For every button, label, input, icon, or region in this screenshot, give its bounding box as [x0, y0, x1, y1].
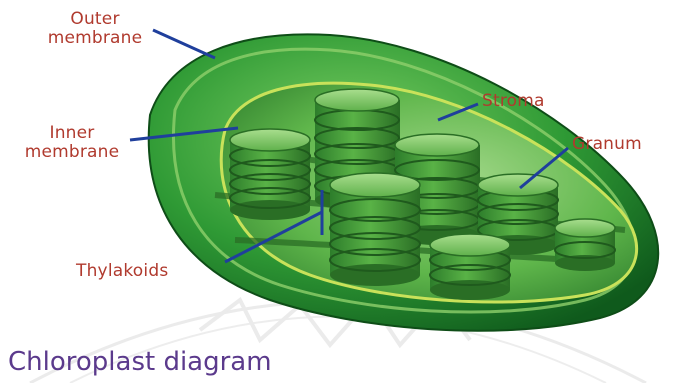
diagram-caption: Chloroplast diagram [8, 347, 272, 377]
inner-membrane-label: Inner membrane [2, 124, 142, 162]
granum-stack-1 [230, 129, 310, 220]
granum-stack-7 [555, 219, 615, 271]
stroma-label: Stroma [482, 92, 545, 111]
inner-membrane-label-line-1: Inner [2, 124, 142, 143]
inner-membrane-label-line-2: membrane [2, 143, 142, 162]
granum-label: Granum [572, 135, 642, 154]
granum-stack-4 [330, 173, 420, 286]
outer-membrane-label-line-2: membrane [20, 29, 170, 48]
granum-stack-6 [430, 234, 510, 300]
outer-membrane-label: Outer membrane [20, 10, 170, 48]
outer-membrane-label-line-1: Outer [20, 10, 170, 29]
thylakoids-label: Thylakoids [76, 262, 168, 281]
